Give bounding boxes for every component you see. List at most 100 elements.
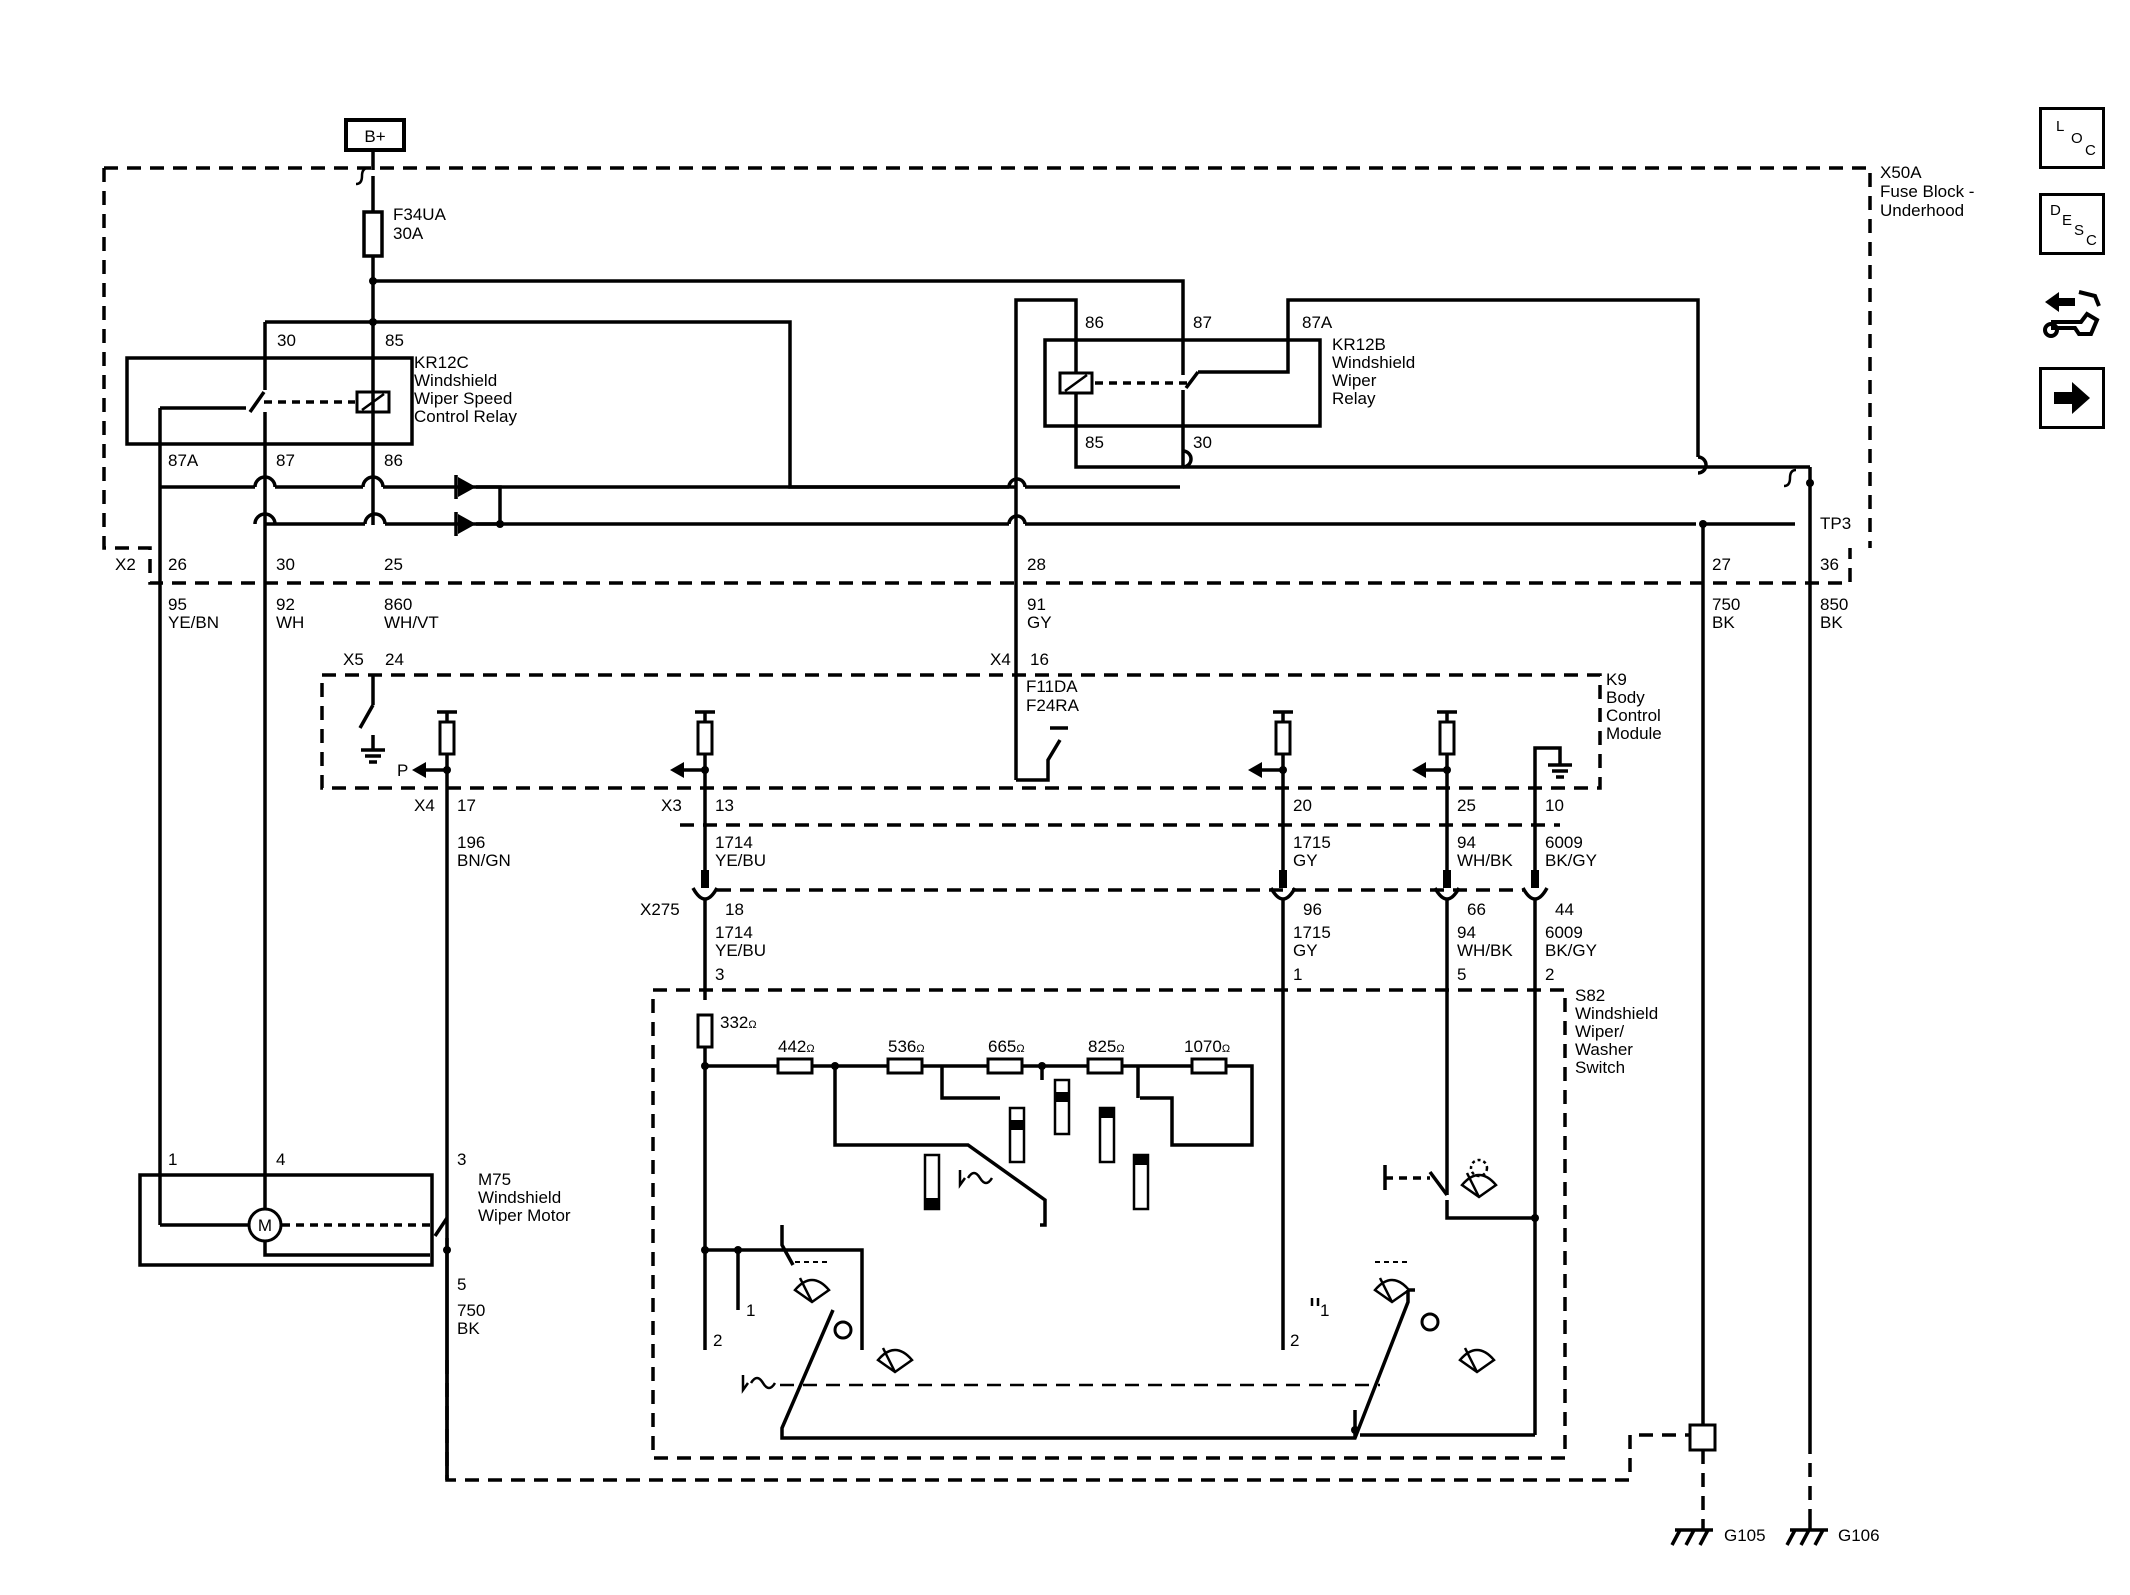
desc-letter-d: D <box>2050 202 2061 219</box>
desc-letter-s: S <box>2074 222 2085 239</box>
kr12c-pin-87: 87 <box>276 451 295 470</box>
loc-letter-c: C <box>2085 142 2096 159</box>
x275-pin-44: 44 <box>1555 900 1574 919</box>
x275-pin-66: 66 <box>1467 900 1486 919</box>
svg-text:GY: GY <box>1027 613 1052 632</box>
s82-pin-5: 5 <box>1457 965 1466 984</box>
svg-text:K9: K9 <box>1606 670 1627 689</box>
svg-text:Windshield: Windshield <box>478 1188 561 1207</box>
connector-x275 <box>691 870 1549 1435</box>
resistor-536: 536Ω <box>886 1037 925 1075</box>
x2-pin-28: 28 <box>1027 555 1046 574</box>
relay-kr12c-box <box>125 356 414 446</box>
bcm-pin-13: 13 <box>715 796 734 815</box>
svg-text:665Ω: 665Ω <box>988 1037 1025 1056</box>
wiper-icon-5 <box>1460 1158 1498 1199</box>
svg-text:KR12B: KR12B <box>1332 335 1386 354</box>
svg-text:X50A: X50A <box>1880 163 1922 182</box>
bcm-x4-label: X4 <box>990 650 1011 669</box>
bcm-x5-label: X5 <box>343 650 364 669</box>
svg-text:Underhood: Underhood <box>1880 201 1964 220</box>
bcm-output-20 <box>1248 710 1293 870</box>
bcm-pin-17: 17 <box>457 796 476 815</box>
wiper-icon-3 <box>1373 1261 1411 1304</box>
washer-icon-2 <box>1420 1312 1440 1332</box>
svg-text:1715: 1715 <box>1293 833 1331 852</box>
motor-m75-box <box>138 1173 434 1267</box>
bcm-x4-pin: 16 <box>1030 650 1049 669</box>
svg-text:825Ω: 825Ω <box>1088 1037 1125 1056</box>
loc-letter-o: O <box>2071 130 2083 147</box>
power-label: B+ <box>364 127 385 146</box>
svg-text:BN/GN: BN/GN <box>457 851 511 870</box>
svg-text:WH/VT: WH/VT <box>384 613 439 632</box>
svg-text:YE/BN: YE/BN <box>168 613 219 632</box>
fuse-rating: 30A <box>393 224 424 243</box>
kr12b-pin-87: 87 <box>1193 313 1212 332</box>
next-button[interactable] <box>2039 367 2105 429</box>
arrow-right-icon <box>2054 382 2090 414</box>
resistor-665: 665Ω <box>986 1037 1025 1075</box>
svg-text:BK: BK <box>1712 613 1735 632</box>
svg-text:95: 95 <box>168 595 187 614</box>
svg-text:750: 750 <box>1712 595 1740 614</box>
svg-text:6009: 6009 <box>1545 833 1583 852</box>
kr12b-pin-30: 30 <box>1193 433 1212 452</box>
s82-pin-3: 3 <box>715 965 724 984</box>
resistor-1070: 1070Ω <box>1184 1037 1230 1075</box>
x2-pin-26: 26 <box>168 555 187 574</box>
svg-text:GY: GY <box>1293 941 1318 960</box>
m75-pin-1: 1 <box>168 1150 177 1169</box>
connector-view-button[interactable] <box>2039 278 2105 344</box>
svg-text:196: 196 <box>457 833 485 852</box>
svg-text:Fuse Block -: Fuse Block - <box>1880 182 1974 201</box>
relay-kr12c-label: KR12C Windshield Wiper Speed Control Rel… <box>414 353 517 426</box>
switch-s82-outline <box>651 988 1567 1460</box>
resistor-332 <box>696 1013 714 1049</box>
s82-pin-1: 1 <box>1293 965 1302 984</box>
svg-text:94: 94 <box>1457 833 1476 852</box>
relay-kr12b-label: KR12B Windshield Wiper Relay <box>1332 335 1415 408</box>
svg-text:Body: Body <box>1606 688 1645 707</box>
loc-button[interactable]: L O C <box>2039 107 2105 169</box>
svg-text:1714: 1714 <box>715 833 753 852</box>
svg-text:332Ω: 332Ω <box>720 1013 757 1032</box>
fuse-f34ua <box>362 210 384 258</box>
connector-wrench-icon <box>2043 290 2101 338</box>
bcm-x5-pin: 24 <box>385 650 404 669</box>
svg-text:Switch: Switch <box>1575 1058 1625 1077</box>
bcm-ground-10 <box>1533 746 1572 870</box>
svg-text:Washer: Washer <box>1575 1040 1633 1059</box>
fuse-block-label: X50A Fuse Block - Underhood <box>1880 163 1974 220</box>
wiper-icon-4 <box>1458 1347 1496 1374</box>
svg-text:Wiper/: Wiper/ <box>1575 1022 1624 1041</box>
s82-contact-1a: 1 <box>746 1301 755 1320</box>
svg-text:94: 94 <box>1457 923 1476 942</box>
desc-button[interactable]: D E S C <box>2039 193 2105 255</box>
svg-text:1715: 1715 <box>1293 923 1331 942</box>
rotary-indicators <box>923 1078 1150 1211</box>
x2-pin-25: 25 <box>384 555 403 574</box>
svg-text:750: 750 <box>457 1301 485 1320</box>
diode-1 <box>454 475 476 499</box>
fuse-name: F34UA <box>393 205 447 224</box>
svg-text:Control: Control <box>1606 706 1661 725</box>
svg-text:GY: GY <box>1293 851 1318 870</box>
motor-m75-label: M75 Windshield Wiper Motor <box>478 1170 571 1225</box>
svg-text:BK/GY: BK/GY <box>1545 851 1597 870</box>
wiper-icon-1 <box>793 1261 831 1304</box>
kr12b-pin-86: 86 <box>1085 313 1104 332</box>
svg-text:Windshield: Windshield <box>1575 1004 1658 1023</box>
x275-label: X275 <box>640 900 680 919</box>
x275-pin-96: 96 <box>1303 900 1322 919</box>
